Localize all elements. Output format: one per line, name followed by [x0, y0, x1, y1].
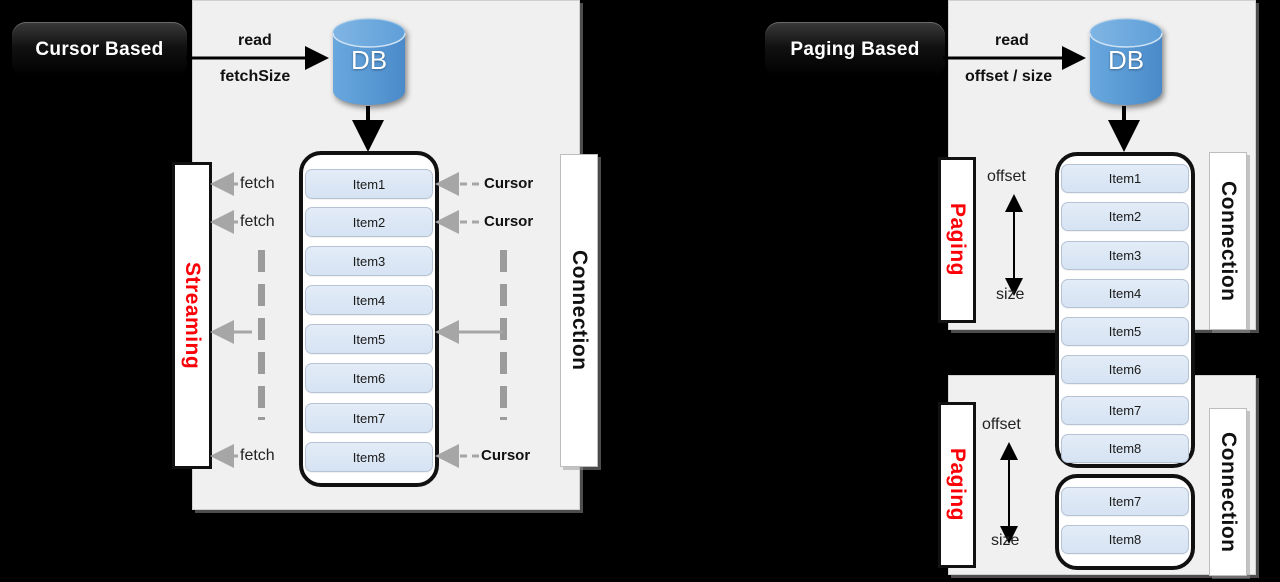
left-title-label: Cursor Based — [35, 38, 164, 60]
left-cursor-arrow — [435, 172, 479, 196]
list-item[interactable]: Item7 — [305, 403, 433, 433]
list-item[interactable]: Item8 — [1061, 434, 1189, 463]
left-item-list — [299, 151, 439, 487]
list-item[interactable]: Item3 — [1061, 241, 1189, 270]
left-db-cylinder: DB — [331, 17, 407, 107]
left-title-chip: Cursor Based — [12, 22, 187, 77]
list-item[interactable]: Item6 — [305, 363, 433, 393]
left-fetch-arrow — [210, 444, 238, 468]
left-plain-arrow — [210, 320, 252, 344]
list-item[interactable]: Item5 — [1061, 317, 1189, 346]
list-item[interactable]: Item7 — [1061, 487, 1189, 516]
list-item-label: Item1 — [1108, 171, 1142, 186]
right-connection-box-bottom: Connection — [1209, 408, 1247, 576]
left-read-arrow — [186, 46, 329, 70]
right-size-label-bottom: size — [991, 532, 1020, 549]
left-db-to-list-arrow — [352, 106, 384, 152]
list-item-label: Item6 — [1108, 362, 1142, 377]
right-offset-label-top: offset — [987, 168, 1026, 185]
right-connection-box-top: Connection — [1209, 152, 1247, 330]
left-connection-label: Connection — [568, 250, 591, 371]
list-item[interactable]: Item6 — [1061, 355, 1189, 384]
left-fetchsize-label: fetchSize — [220, 68, 291, 85]
list-item-label: Item6 — [352, 370, 386, 386]
list-item-label: Item7 — [1108, 494, 1142, 509]
left-read-label: read — [238, 32, 272, 49]
left-connection-box: Connection — [560, 154, 598, 467]
list-item[interactable]: Item8 — [1061, 525, 1189, 554]
list-item[interactable]: Item4 — [1061, 279, 1189, 308]
right-connection-label: Connection — [1217, 180, 1240, 302]
list-item[interactable]: Item8 — [305, 442, 433, 472]
list-item-label: Item8 — [1108, 532, 1142, 547]
list-item[interactable]: Item7 — [1061, 396, 1189, 425]
left-connection-arrow — [435, 320, 503, 344]
right-connection-label: Connection — [1217, 431, 1240, 553]
list-item[interactable]: Item2 — [1061, 202, 1189, 231]
left-cursor-label: Cursor — [484, 213, 534, 230]
list-item-label: Item7 — [1108, 403, 1142, 418]
left-cursor-arrow — [435, 444, 479, 468]
paging-label: Paging — [946, 448, 969, 522]
list-item[interactable]: Item2 — [305, 207, 433, 237]
list-item-label: Item1 — [352, 176, 386, 192]
list-item-label: Item3 — [1108, 248, 1142, 263]
left-fetch-label: fetch — [240, 213, 275, 230]
right-title-label: Paging Based — [790, 38, 920, 60]
list-item-label: Item7 — [352, 410, 386, 426]
left-inner-dash-left — [258, 250, 265, 420]
right-db-label: DB — [1107, 45, 1145, 75]
streaming-label: Streaming — [181, 261, 204, 370]
left-fetch-arrow — [210, 210, 238, 234]
left-inner-dash-right — [500, 250, 507, 420]
list-item[interactable]: Item4 — [305, 285, 433, 315]
right-size-label-top: size — [996, 286, 1025, 303]
right-offset-size-arrow-bottom — [1000, 442, 1018, 544]
left-cursor-label: Cursor — [484, 175, 534, 192]
left-fetch-label: fetch — [240, 175, 275, 192]
list-item[interactable]: Item5 — [305, 324, 433, 354]
right-db-to-list-arrow — [1108, 106, 1140, 152]
list-item-label: Item5 — [352, 331, 386, 347]
streaming-box: Streaming — [172, 162, 212, 469]
left-fetch-arrow — [210, 172, 238, 196]
paging-box-top: Paging — [938, 157, 976, 323]
list-item-label: Item4 — [352, 292, 386, 308]
right-read-arrow — [943, 46, 1086, 70]
right-read-label: read — [995, 32, 1029, 49]
list-item-label: Item8 — [1108, 441, 1142, 456]
left-cursor-label: Cursor — [481, 447, 531, 464]
paging-label: Paging — [946, 203, 969, 277]
list-item-label: Item5 — [1108, 324, 1142, 339]
right-db-cylinder: DB — [1088, 17, 1164, 107]
list-item-label: Item3 — [352, 253, 386, 269]
paging-box-bottom: Paging — [938, 402, 976, 568]
right-offsetsize-label: offset / size — [965, 68, 1053, 85]
list-item-label: Item2 — [352, 214, 386, 230]
right-title-chip: Paging Based — [765, 22, 945, 77]
left-fetch-label: fetch — [240, 447, 275, 464]
list-item-label: Item4 — [1108, 286, 1142, 301]
left-cursor-arrow — [435, 210, 479, 234]
list-item-label: Item8 — [352, 449, 386, 465]
list-item[interactable]: Item1 — [305, 169, 433, 199]
right-offset-label-bottom: offset — [982, 416, 1021, 433]
list-item[interactable]: Item1 — [1061, 164, 1189, 193]
list-item[interactable]: Item3 — [305, 246, 433, 276]
right-offset-size-arrow-top — [1005, 194, 1023, 296]
left-db-label: DB — [350, 45, 388, 75]
list-item-label: Item2 — [1108, 209, 1142, 224]
